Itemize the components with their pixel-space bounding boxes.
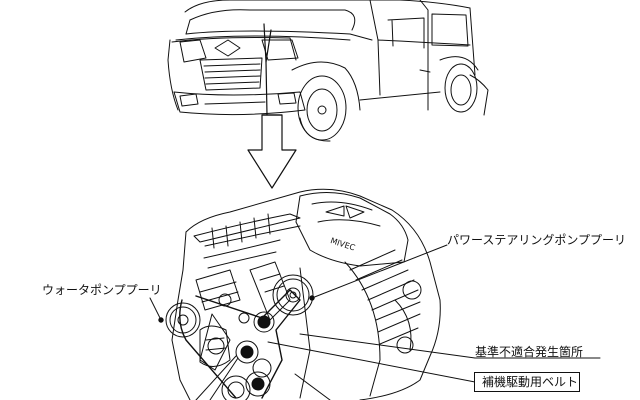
power-steering-pulley-label: パワーステアリングポンププーリ (447, 233, 627, 247)
water-pump-pulley-label: ウォータポンププーリ (42, 283, 162, 297)
mivec-badge: MIVEC (329, 236, 356, 253)
engine-illustration: MIVEC (165, 188, 441, 400)
vehicle-illustration (167, 0, 489, 142)
auxiliary-belt-box (474, 372, 580, 392)
auxiliary-drive-belt-label: 補機駆動用ベルト (482, 375, 579, 389)
power-steering-pulley (272, 274, 314, 316)
down-arrow (247, 23, 297, 189)
leader-lines (149, 244, 601, 400)
idler-pulleys (207, 311, 275, 400)
water-pump-pulley (165, 302, 201, 338)
nonconformity-location-label: 基準不適合発生箇所 (475, 345, 584, 359)
